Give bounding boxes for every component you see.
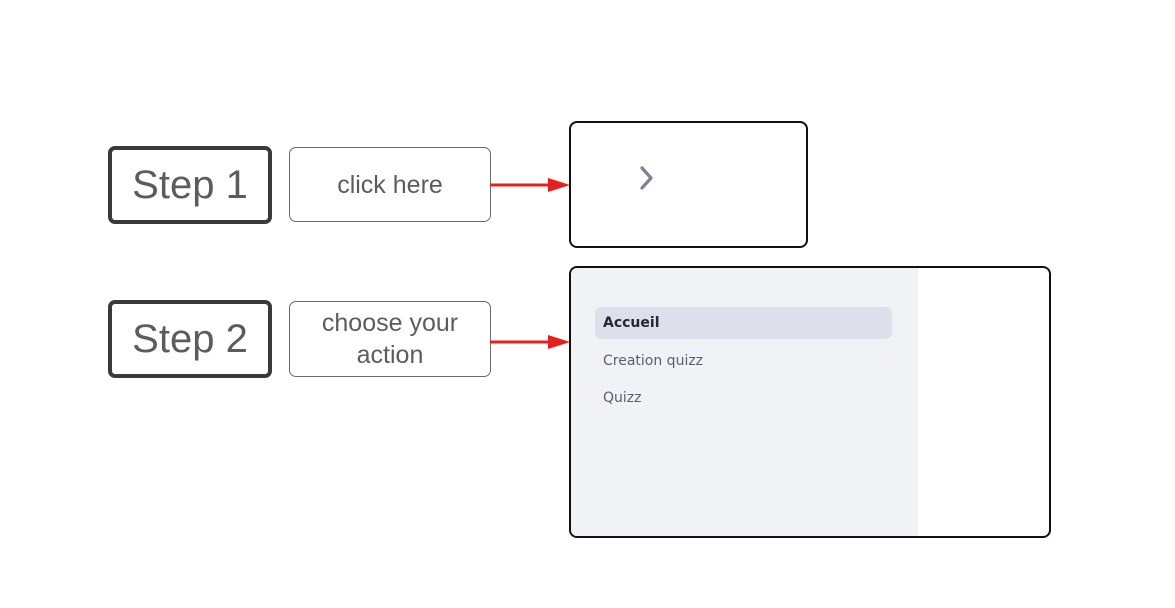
sidebar-item-label: Creation quizz [603,353,704,369]
step-1-badge-text: Step 1 [132,162,248,207]
sidebar: Accueil Creation quizz Quizz [571,268,918,536]
step-1-label-text: click here [337,170,443,199]
chevron-right-icon[interactable] [637,165,657,191]
step-2-badge: Step 2 [108,300,272,378]
step-2-label-text: choose your action [321,309,459,369]
step-2-screenshot-panel: Accueil Creation quizz Quizz [569,266,1051,538]
sidebar-item-quizz[interactable]: Quizz [595,382,892,414]
step-1-screenshot-panel [569,121,808,248]
sidebar-item-label: Quizz [603,390,642,406]
step-1-badge: Step 1 [108,146,272,224]
sidebar-item-label: Accueil [603,315,660,331]
step-1-label: click here [289,147,491,222]
step-2-badge-text: Step 2 [132,316,248,361]
step-1-arrow [490,178,570,192]
sidebar-item-accueil[interactable]: Accueil [595,307,892,339]
sidebar-item-creation-quizz[interactable]: Creation quizz [595,345,892,377]
step-2-label: choose your action [289,301,491,377]
step-2-arrow [490,335,570,349]
